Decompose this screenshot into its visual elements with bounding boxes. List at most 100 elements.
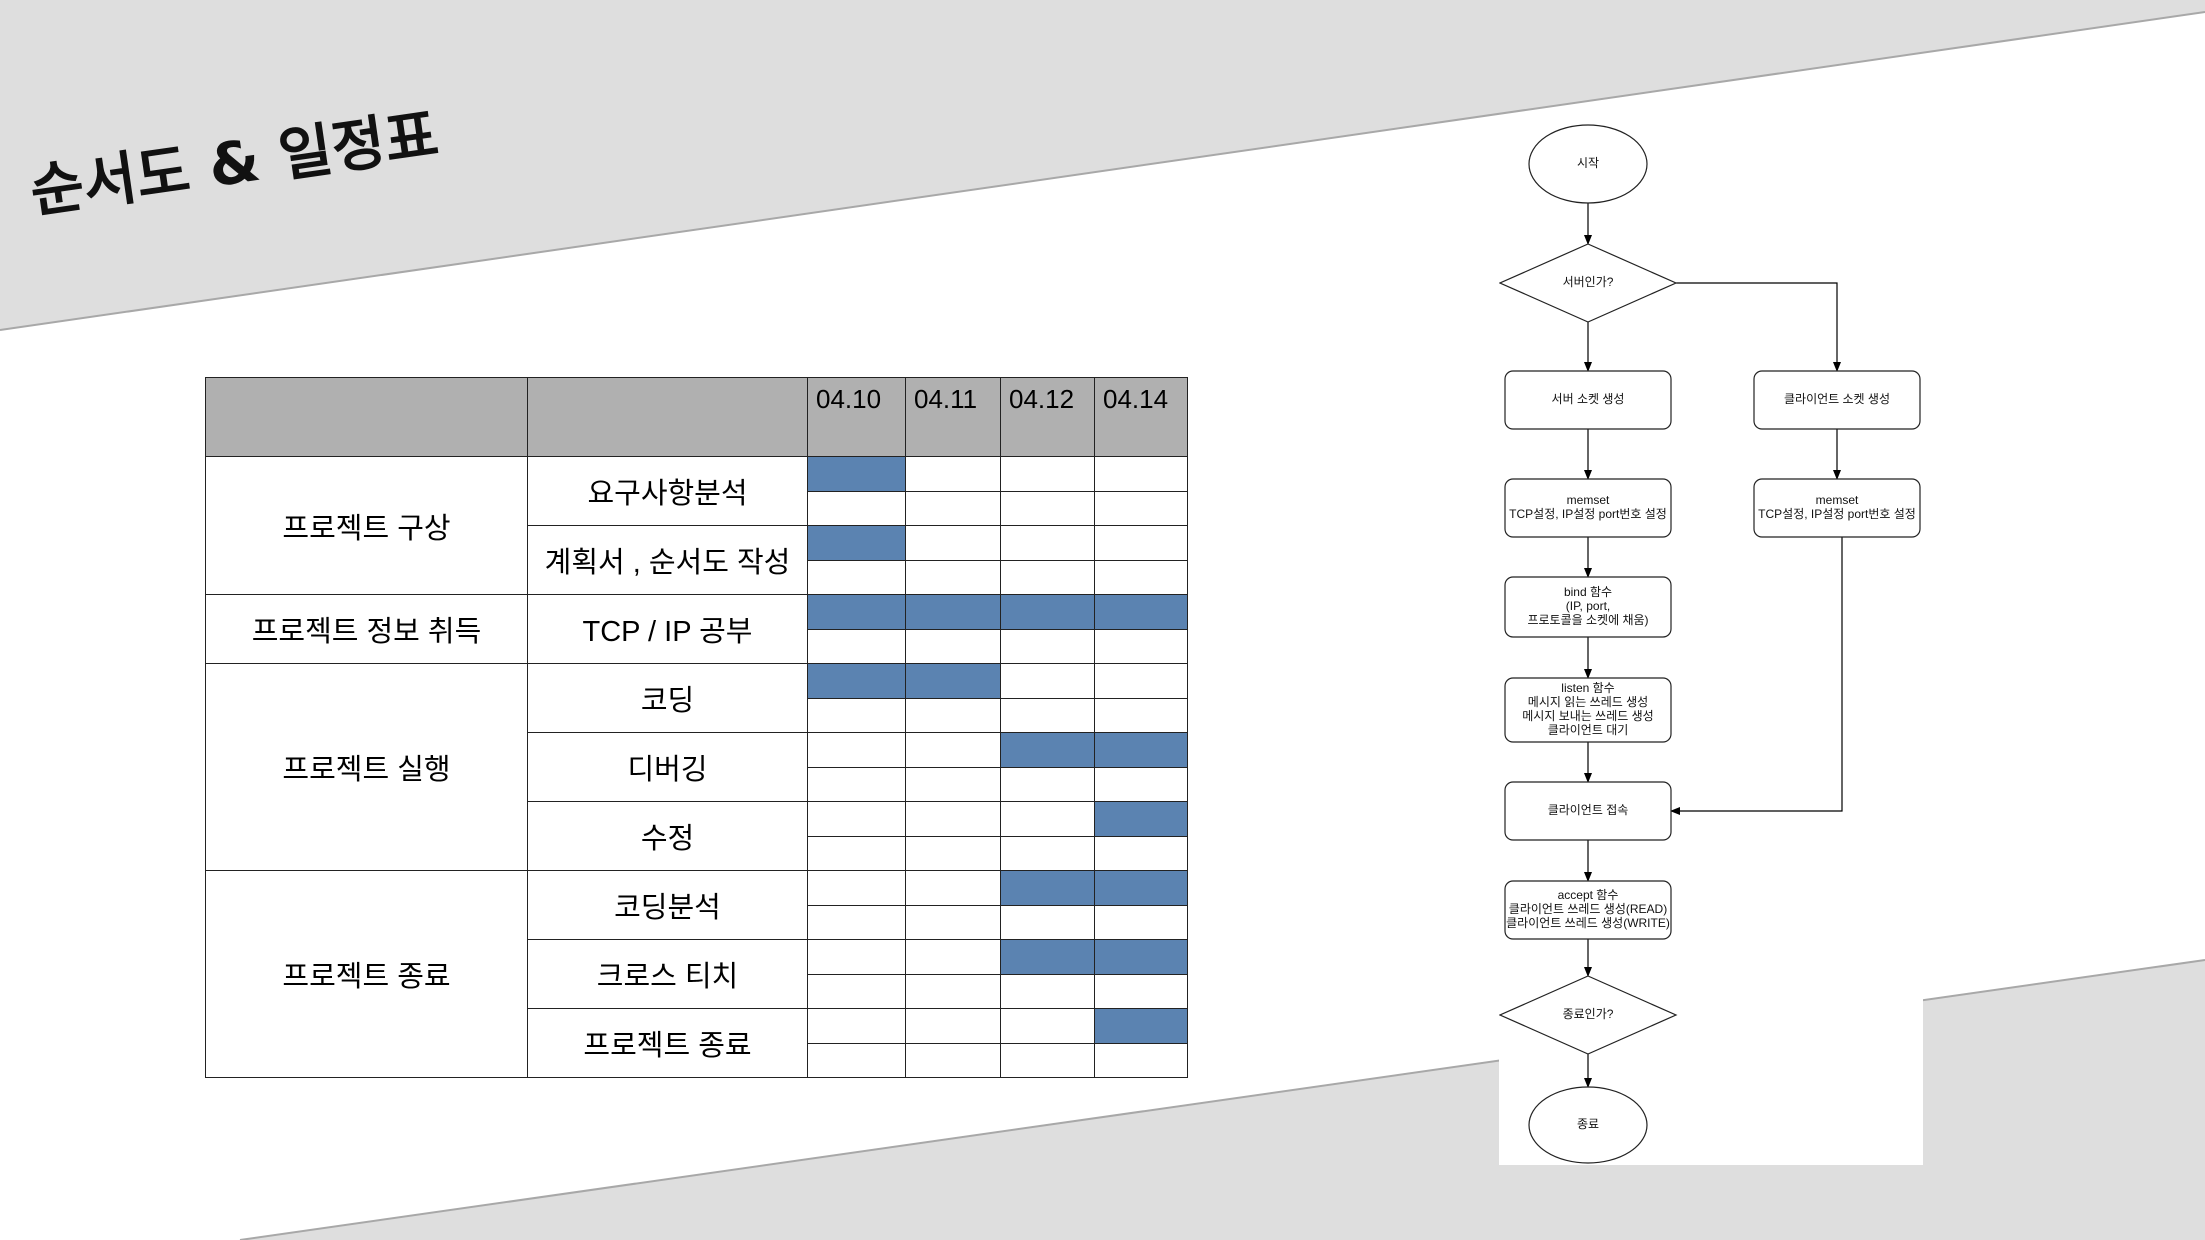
schedule-empty-cell [905,939,1001,975]
schedule-empty-cell [1000,1042,1095,1078]
flow-node-text: 프로토콜을 소켓에 채움) [1527,613,1648,627]
top-band [0,0,2205,330]
schedule-bar-cell [807,663,906,699]
task-cell: 계획서 , 순서도 작성 [527,525,808,595]
schedule-header-row: 04.10 04.11 04.12 04.14 [205,377,1188,457]
flow-node-text: accept 함수 [1558,888,1619,902]
decision-shape [1499,975,1678,1055]
flow-node-text: memset [1567,493,1610,507]
schedule-empty-cell [1094,663,1188,699]
flow-node-bind: bind 함수(IP, port,프로토콜을 소켓에 채움) [1504,576,1672,638]
date-header: 04.10 [807,377,906,457]
phase-cell: 프로젝트 실행 [205,663,528,871]
schedule-bar-cell [1000,732,1095,768]
flow-node-text: 종료인가? [1563,1007,1614,1021]
flow-node-text: 클라이언트 쓰레드 생성(WRITE) [1506,916,1670,930]
flow-node-text: TCP설정, IP설정 port번호 설정 [1509,507,1667,521]
flow-node-is-server: 서버인가? [1499,243,1678,323]
schedule-bar-cell [1094,594,1188,630]
schedule-empty-cell [807,870,906,906]
flow-arrow-is-server-to-client-socket [1676,282,1841,372]
schedule-empty-cell [905,870,1001,906]
schedule-bar-cell [807,456,906,492]
schedule-bar-cell [905,663,1001,699]
schedule-empty-cell [905,973,1001,1009]
date-header: 04.11 [905,377,1001,457]
schedule-empty-cell [807,559,906,595]
schedule-row [206,1042,1188,1078]
schedule-empty-cell [905,697,1001,733]
schedule-row [206,628,1188,664]
flow-node-text: bind 함수 [1564,585,1612,599]
task-cell: 코딩분석 [527,870,808,940]
flow-node-client-socket: 클라이언트 소켓 생성 [1753,370,1921,430]
schedule-empty-cell [905,1008,1001,1044]
schedule-empty-cell [1094,490,1188,526]
process-shape [1504,576,1672,638]
task-cell: 코딩 [527,663,808,733]
decision-shape [1499,243,1678,323]
schedule-bar-cell [1094,939,1188,975]
schedule-row: 디버깅 [206,732,1188,802]
schedule-row: 프로젝트 종료 [206,1008,1188,1078]
task-cell: 요구사항분석 [527,456,808,526]
schedule-empty-cell [905,525,1001,561]
schedule-empty-cell [1000,525,1095,561]
schedule-empty-cell [1094,904,1188,940]
schedule-empty-cell [905,835,1001,871]
flow-node-is-end: 종료인가? [1499,975,1678,1055]
schedule-bar-cell [1000,870,1095,906]
schedule-empty-cell [1094,525,1188,561]
schedule-empty-cell [905,766,1001,802]
schedule-empty-cell [1000,1008,1095,1044]
schedule-empty-cell [1000,559,1095,595]
flow-node-start: 시작 [1528,124,1648,204]
schedule-empty-cell [905,456,1001,492]
schedule-empty-cell [807,939,906,975]
schedule-empty-cell [1094,766,1188,802]
flow-node-text: 클라이언트 접속 [1548,803,1629,817]
schedule-empty-cell [807,1008,906,1044]
phase-cell: 프로젝트 구상 [205,456,528,595]
terminal-shape [1528,124,1648,204]
schedule-bar-cell [807,525,906,561]
process-shape [1504,478,1672,538]
flow-node-end: 종료 [1528,1086,1648,1164]
schedule-empty-cell [807,973,906,1009]
flow-node-connect: 클라이언트 접속 [1504,781,1672,841]
flow-node-text: 서버 소켓 생성 [1552,392,1625,406]
schedule-empty-cell [1000,456,1095,492]
flow-node-text: 클라이언트 대기 [1548,723,1629,737]
schedule-empty-cell [905,559,1001,595]
schedule-empty-cell [1000,628,1095,664]
flow-arrow-client-memset-to-connect [1670,537,1843,815]
schedule-empty-cell [1094,456,1188,492]
flow-node-text: 서버인가? [1563,275,1614,289]
schedule-empty-cell [1000,835,1095,871]
schedule-empty-cell [1000,766,1095,802]
schedule-bar-cell [1094,870,1188,906]
date-header: 04.12 [1000,377,1095,457]
schedule-empty-cell [807,490,906,526]
schedule-empty-cell [1000,973,1095,1009]
schedule-empty-cell [1000,663,1095,699]
schedule-empty-cell [1094,697,1188,733]
schedule-row [206,766,1188,802]
process-shape [1504,370,1672,430]
schedule-empty-cell [1000,904,1095,940]
flow-node-text: 메시지 보내는 쓰레드 생성 [1522,709,1653,723]
task-cell: TCP / IP 공부 [527,594,808,664]
schedule-row [206,697,1188,733]
flow-node-server-socket: 서버 소켓 생성 [1504,370,1672,430]
header-phase-cell [205,377,528,457]
schedule-empty-cell [807,835,906,871]
schedule-empty-cell [1000,490,1095,526]
flow-node-text: memset [1816,493,1859,507]
task-cell: 프로젝트 종료 [527,1008,808,1078]
schedule-bar-cell [905,594,1001,630]
schedule-empty-cell [1094,1042,1188,1078]
